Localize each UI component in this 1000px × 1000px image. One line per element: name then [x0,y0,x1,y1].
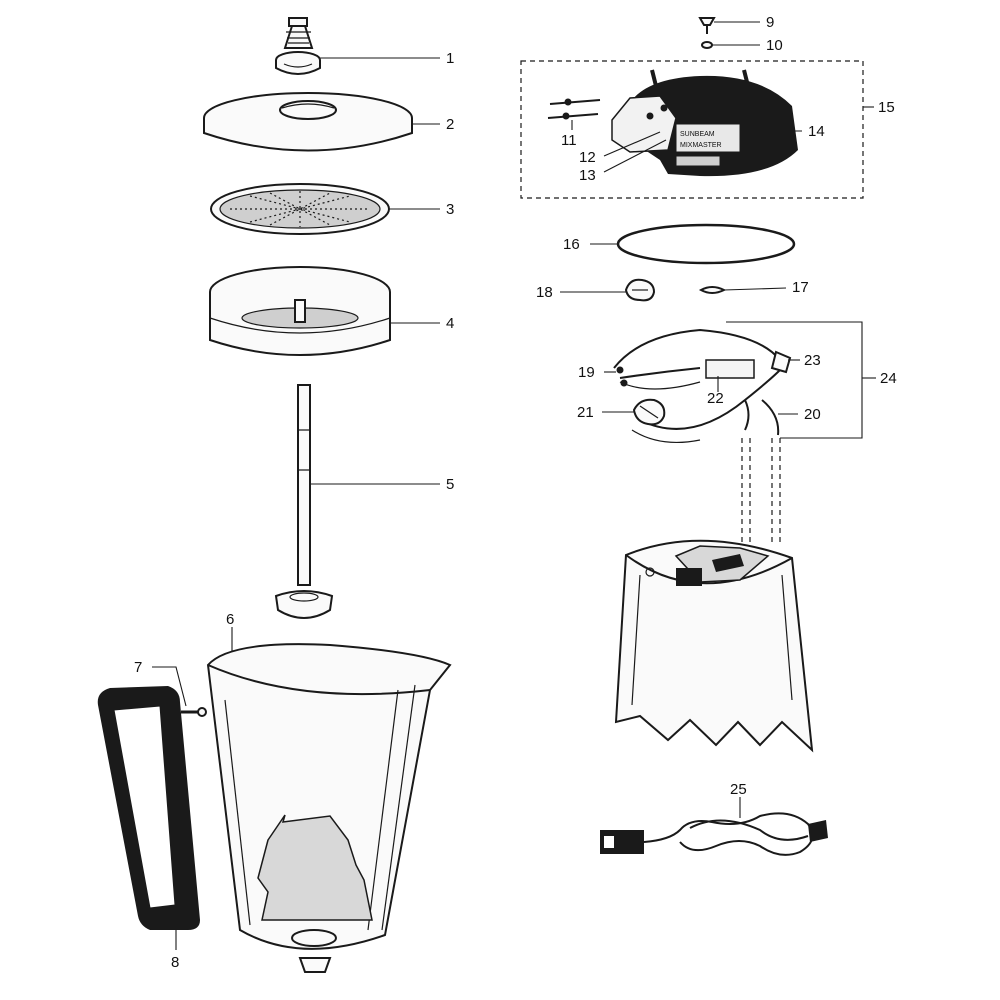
callout-11: 11 [561,132,577,149]
callout-18: 18 [536,284,553,301]
leader-17 [723,287,787,291]
callout-6: 6 [226,611,234,628]
callout-13: 13 [579,167,596,184]
group-box-top-assembly [520,60,864,199]
part-pins [547,98,601,120]
callout-25: 25 [730,781,747,798]
callout-14: 14 [808,123,825,140]
part-switch-knob [632,398,666,426]
panel-text-line2: MIXMASTER [680,142,722,149]
callout-3: 3 [446,201,454,218]
callout-20: 20 [804,406,821,423]
callout-24: 24 [880,370,897,387]
part-wiring-harness [613,328,792,444]
leader-13 [603,139,667,173]
part-power-cord [600,812,828,856]
part-shaft [274,384,334,619]
callout-5: 5 [446,476,454,493]
part-top-housing: SUNBEAM MIXMASTER [611,69,798,177]
part-coupler [624,278,656,302]
part-washer [701,41,713,49]
panel-text-line1: SUNBEAM [680,131,715,138]
part-gasket-ring [616,223,796,265]
part-jar [206,643,452,973]
callout-21: 21 [577,404,594,421]
group-bracket-wiring [726,321,863,439]
part-strainer-disc [210,183,390,235]
callout-8: 8 [171,954,179,971]
part-small-clip [698,286,727,294]
callout-16: 16 [563,236,580,253]
leader-7 [152,666,187,707]
callout-7: 7 [134,659,142,676]
callout-9: 9 [766,14,774,31]
part-lid [203,92,413,152]
part-sieve-basket [209,266,391,356]
part-base-housing [614,539,814,753]
callout-22: 22 [707,390,724,407]
callout-15: 15 [878,99,895,116]
part-handle-screw [181,707,207,717]
callout-4: 4 [446,315,454,332]
callout-23: 23 [804,352,821,369]
callout-17: 17 [792,279,809,296]
callout-2: 2 [446,116,454,133]
leader-12 [603,131,661,157]
part-lid-cap [275,17,321,75]
callout-12: 12 [579,149,596,166]
part-handle [97,686,200,930]
callout-19: 19 [578,364,595,381]
callout-10: 10 [766,37,783,54]
part-screw [698,17,716,34]
callout-1: 1 [446,50,454,67]
